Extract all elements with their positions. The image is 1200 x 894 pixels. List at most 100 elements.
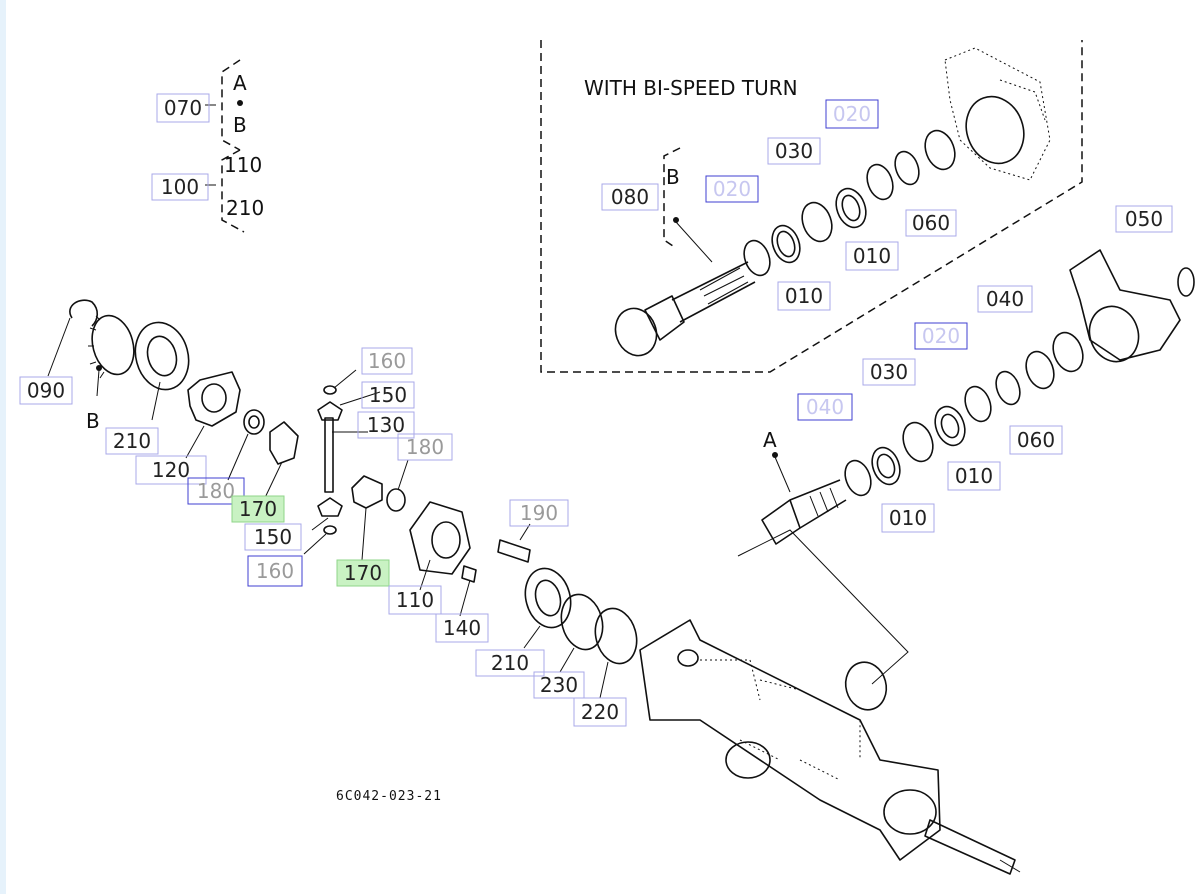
callout-box[interactable] xyxy=(231,495,285,523)
callout-box[interactable] xyxy=(845,241,899,271)
callout-box[interactable] xyxy=(914,322,968,350)
callout-box[interactable] xyxy=(977,285,1033,313)
callout-box[interactable] xyxy=(336,559,390,587)
callout-label: 210 xyxy=(491,651,529,675)
callout-box[interactable] xyxy=(156,93,210,123)
callout-170a[interactable]: 170 xyxy=(231,495,285,523)
legend-dot xyxy=(237,100,243,106)
main-assembly: B xyxy=(47,299,1021,875)
legend-item-210: 210 xyxy=(226,196,264,220)
callout-box[interactable] xyxy=(1115,205,1173,233)
callout-180a[interactable]: 180 xyxy=(187,477,245,505)
callout-040a[interactable]: 040 xyxy=(977,285,1033,313)
axle-housing xyxy=(639,619,1021,875)
callout-010d[interactable]: 010 xyxy=(881,503,935,533)
callout-020b[interactable]: 020 xyxy=(825,99,879,129)
callout-140[interactable]: 140 xyxy=(435,613,489,643)
callout-label: 170 xyxy=(239,497,277,521)
callout-box[interactable] xyxy=(947,461,1001,491)
callout-box[interactable] xyxy=(905,209,957,237)
callout-label: 010 xyxy=(889,506,927,530)
callout-box[interactable] xyxy=(533,671,585,699)
callout-box[interactable] xyxy=(388,585,442,615)
callout-190[interactable]: 190 xyxy=(509,499,569,527)
callout-label: 010 xyxy=(853,244,891,268)
callout-100[interactable]: 100 xyxy=(151,173,209,201)
callout-box[interactable] xyxy=(862,358,916,386)
callout-label: 010 xyxy=(785,284,823,308)
callout-label: 230 xyxy=(540,673,578,697)
callout-160b[interactable]: 160 xyxy=(361,347,413,375)
callout-080[interactable]: 080 xyxy=(601,183,659,211)
callout-160a[interactable]: 160 xyxy=(247,555,303,587)
callout-020c[interactable]: 020 xyxy=(914,322,968,350)
callout-010b[interactable]: 010 xyxy=(845,241,899,271)
callout-020a[interactable]: 020 xyxy=(705,175,759,203)
callout-label: 130 xyxy=(367,413,405,437)
callout-060a[interactable]: 060 xyxy=(905,209,957,237)
callout-box[interactable] xyxy=(767,137,821,165)
callout-060b[interactable]: 060 xyxy=(1009,425,1063,455)
callout-box[interactable] xyxy=(797,393,853,421)
callout-180b[interactable]: 180 xyxy=(397,433,453,461)
callout-label: 050 xyxy=(1125,207,1163,231)
callout-label: 030 xyxy=(775,139,813,163)
callout-box[interactable] xyxy=(573,697,627,727)
callout-220[interactable]: 220 xyxy=(573,697,627,727)
callout-label: 160 xyxy=(368,349,406,373)
callout-010c[interactable]: 010 xyxy=(947,461,1001,491)
callout-box[interactable] xyxy=(509,499,569,527)
callout-150a[interactable]: 150 xyxy=(244,523,302,551)
callout-box[interactable] xyxy=(777,281,831,311)
callout-170b[interactable]: 170 xyxy=(336,559,390,587)
callout-box[interactable] xyxy=(151,173,209,201)
callout-box[interactable] xyxy=(475,649,545,677)
legend-a-label: A xyxy=(233,71,247,95)
callout-box[interactable] xyxy=(1009,425,1063,455)
callout-label: 070 xyxy=(164,96,202,120)
callout-label: 040 xyxy=(986,287,1024,311)
callout-210b[interactable]: 210 xyxy=(475,649,545,677)
callout-box[interactable] xyxy=(397,433,453,461)
callout-150b[interactable]: 150 xyxy=(361,381,415,409)
callout-label: 150 xyxy=(369,383,407,407)
callout-box[interactable] xyxy=(244,523,302,551)
callout-130[interactable]: 130 xyxy=(357,411,415,439)
callout-box[interactable] xyxy=(361,381,415,409)
inset-dot xyxy=(673,217,679,223)
callout-box[interactable] xyxy=(825,99,879,129)
callout-box[interactable] xyxy=(187,477,245,505)
callout-label: 150 xyxy=(254,525,292,549)
callout-label: 120 xyxy=(152,458,190,482)
callout-030b[interactable]: 030 xyxy=(862,358,916,386)
callout-010a[interactable]: 010 xyxy=(777,281,831,311)
callout-label: 060 xyxy=(1017,428,1055,452)
callout-040b[interactable]: 040 xyxy=(797,393,853,421)
callout-label: 060 xyxy=(912,211,950,235)
left-border-strip xyxy=(0,0,6,894)
callout-box[interactable] xyxy=(247,555,303,587)
callout-230[interactable]: 230 xyxy=(533,671,585,699)
callout-label: 100 xyxy=(161,175,199,199)
callout-box[interactable] xyxy=(105,427,159,455)
inset-rings xyxy=(743,129,956,277)
callout-box[interactable] xyxy=(19,376,73,405)
callout-090[interactable]: 090 xyxy=(19,376,73,405)
callout-110[interactable]: 110 xyxy=(388,585,442,615)
callout-box[interactable] xyxy=(601,183,659,211)
callout-label: 020 xyxy=(922,324,960,348)
legend-item-110: 110 xyxy=(224,153,262,177)
callout-box[interactable] xyxy=(357,411,415,439)
callout-050[interactable]: 050 xyxy=(1115,205,1173,233)
callout-box[interactable] xyxy=(881,503,935,533)
callout-120[interactable]: 120 xyxy=(135,455,207,485)
callout-210a[interactable]: 210 xyxy=(105,427,159,455)
callout-box[interactable] xyxy=(435,613,489,643)
callout-box[interactable] xyxy=(361,347,413,375)
callout-label: 210 xyxy=(113,429,151,453)
callout-030a[interactable]: 030 xyxy=(767,137,821,165)
callout-box[interactable] xyxy=(705,175,759,203)
callout-box[interactable] xyxy=(135,455,207,485)
callout-070[interactable]: 070 xyxy=(156,93,210,123)
inset-bi-speed-turn: WITH BI-SPEED TURN B xyxy=(540,40,1083,373)
